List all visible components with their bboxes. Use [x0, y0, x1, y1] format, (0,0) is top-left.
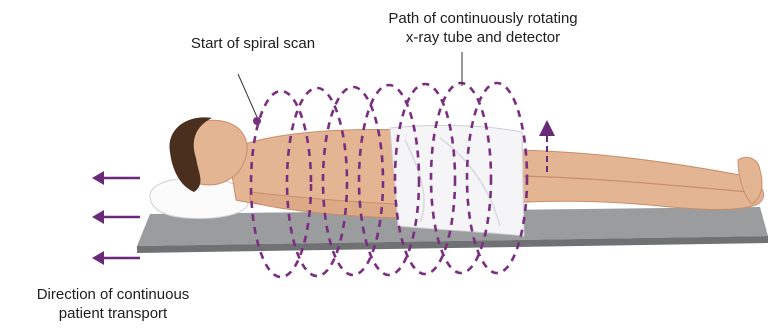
transport-arrows: [92, 171, 140, 265]
left-arrow-head: [92, 210, 104, 224]
label-transport-direction: Direction of continuous patient transpor…: [2, 285, 224, 323]
label-rotation-path: Path of continuously rotating x-ray tube…: [348, 9, 618, 47]
drape: [390, 125, 524, 236]
label-rotation-path-line1: Path of continuously rotating: [348, 9, 618, 28]
leader-line-start: [238, 74, 257, 117]
label-transport-line2: patient transport: [2, 304, 224, 323]
left-arrow-head: [92, 171, 104, 185]
left-arrow-head: [92, 251, 104, 265]
label-rotation-path-line2: x-ray tube and detector: [348, 28, 618, 47]
patient-legs: [500, 150, 764, 210]
label-transport-line1: Direction of continuous: [2, 285, 224, 304]
label-spiral-start-text: Start of spiral scan: [191, 35, 315, 52]
spiral-start-dot: [253, 117, 261, 125]
label-spiral-start: Start of spiral scan: [168, 34, 338, 53]
